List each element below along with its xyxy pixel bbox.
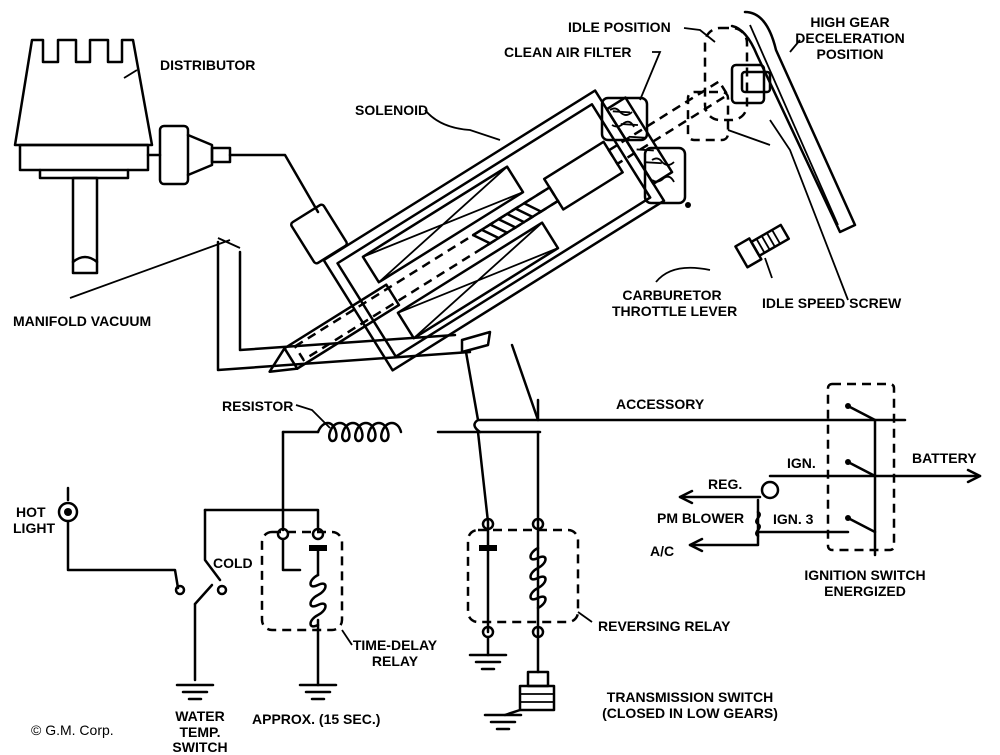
solenoid-assembly xyxy=(268,79,730,373)
air-filter-upper xyxy=(600,96,649,142)
label-deceleration: DECELERATION xyxy=(795,30,905,46)
label-solenoid: SOLENOID xyxy=(355,102,429,118)
label-distributor: DISTRIBUTOR xyxy=(160,57,256,73)
label-switch: SWITCH xyxy=(172,739,228,755)
label-accessory: ACCESSORY xyxy=(616,396,705,412)
label-relay: RELAY xyxy=(371,653,419,669)
label-idle-position: IDLE POSITION xyxy=(568,19,671,35)
distributor-drawing xyxy=(13,38,232,275)
label-high-gear: HIGH GEAR xyxy=(810,14,890,30)
label-approx: APPROX. (15 SEC.) xyxy=(252,711,381,727)
label-energized: ENERGIZED xyxy=(824,583,906,599)
label-throttle-lever: THROTTLE LEVER xyxy=(612,303,738,319)
label-water: WATER xyxy=(175,708,225,724)
label-battery: BATTERY xyxy=(912,450,977,466)
label-ac: A/C xyxy=(650,543,675,559)
label-idle-speed-screw: IDLE SPEED SCREW xyxy=(762,295,902,311)
label-position: POSITION xyxy=(816,46,884,62)
label-ign3: IGN. 3 xyxy=(773,511,814,527)
label-temp: TEMP. xyxy=(179,724,221,740)
label-ign: IGN. xyxy=(787,455,816,471)
label-hot: HOT xyxy=(16,504,46,520)
label-clean-air-filter: CLEAN AIR FILTER xyxy=(504,44,632,60)
idle-speed-screw xyxy=(734,223,790,269)
label-reversing-relay: REVERSING RELAY xyxy=(598,618,731,634)
label-manifold-vacuum: MANIFOLD VACUUM xyxy=(13,313,152,329)
label-reg: REG. xyxy=(708,476,743,492)
label-ignition-switch: IGNITION SWITCH xyxy=(804,567,926,583)
label-cold: COLD xyxy=(213,555,253,571)
label-closed-low-gears: (CLOSED IN LOW GEARS) xyxy=(602,705,778,721)
air-filter-lower xyxy=(643,146,687,205)
label-time-delay: TIME-DELAY xyxy=(352,637,438,653)
label-copyright: © G.M. Corp. xyxy=(31,722,114,738)
label-carburetor: CARBURETOR xyxy=(622,287,722,303)
label-resistor: RESISTOR xyxy=(222,398,294,414)
label-transmission-switch: TRANSMISSION SWITCH xyxy=(606,689,774,705)
label-light: LIGHT xyxy=(13,520,55,536)
label-pm-blower: PM BLOWER xyxy=(657,510,745,526)
